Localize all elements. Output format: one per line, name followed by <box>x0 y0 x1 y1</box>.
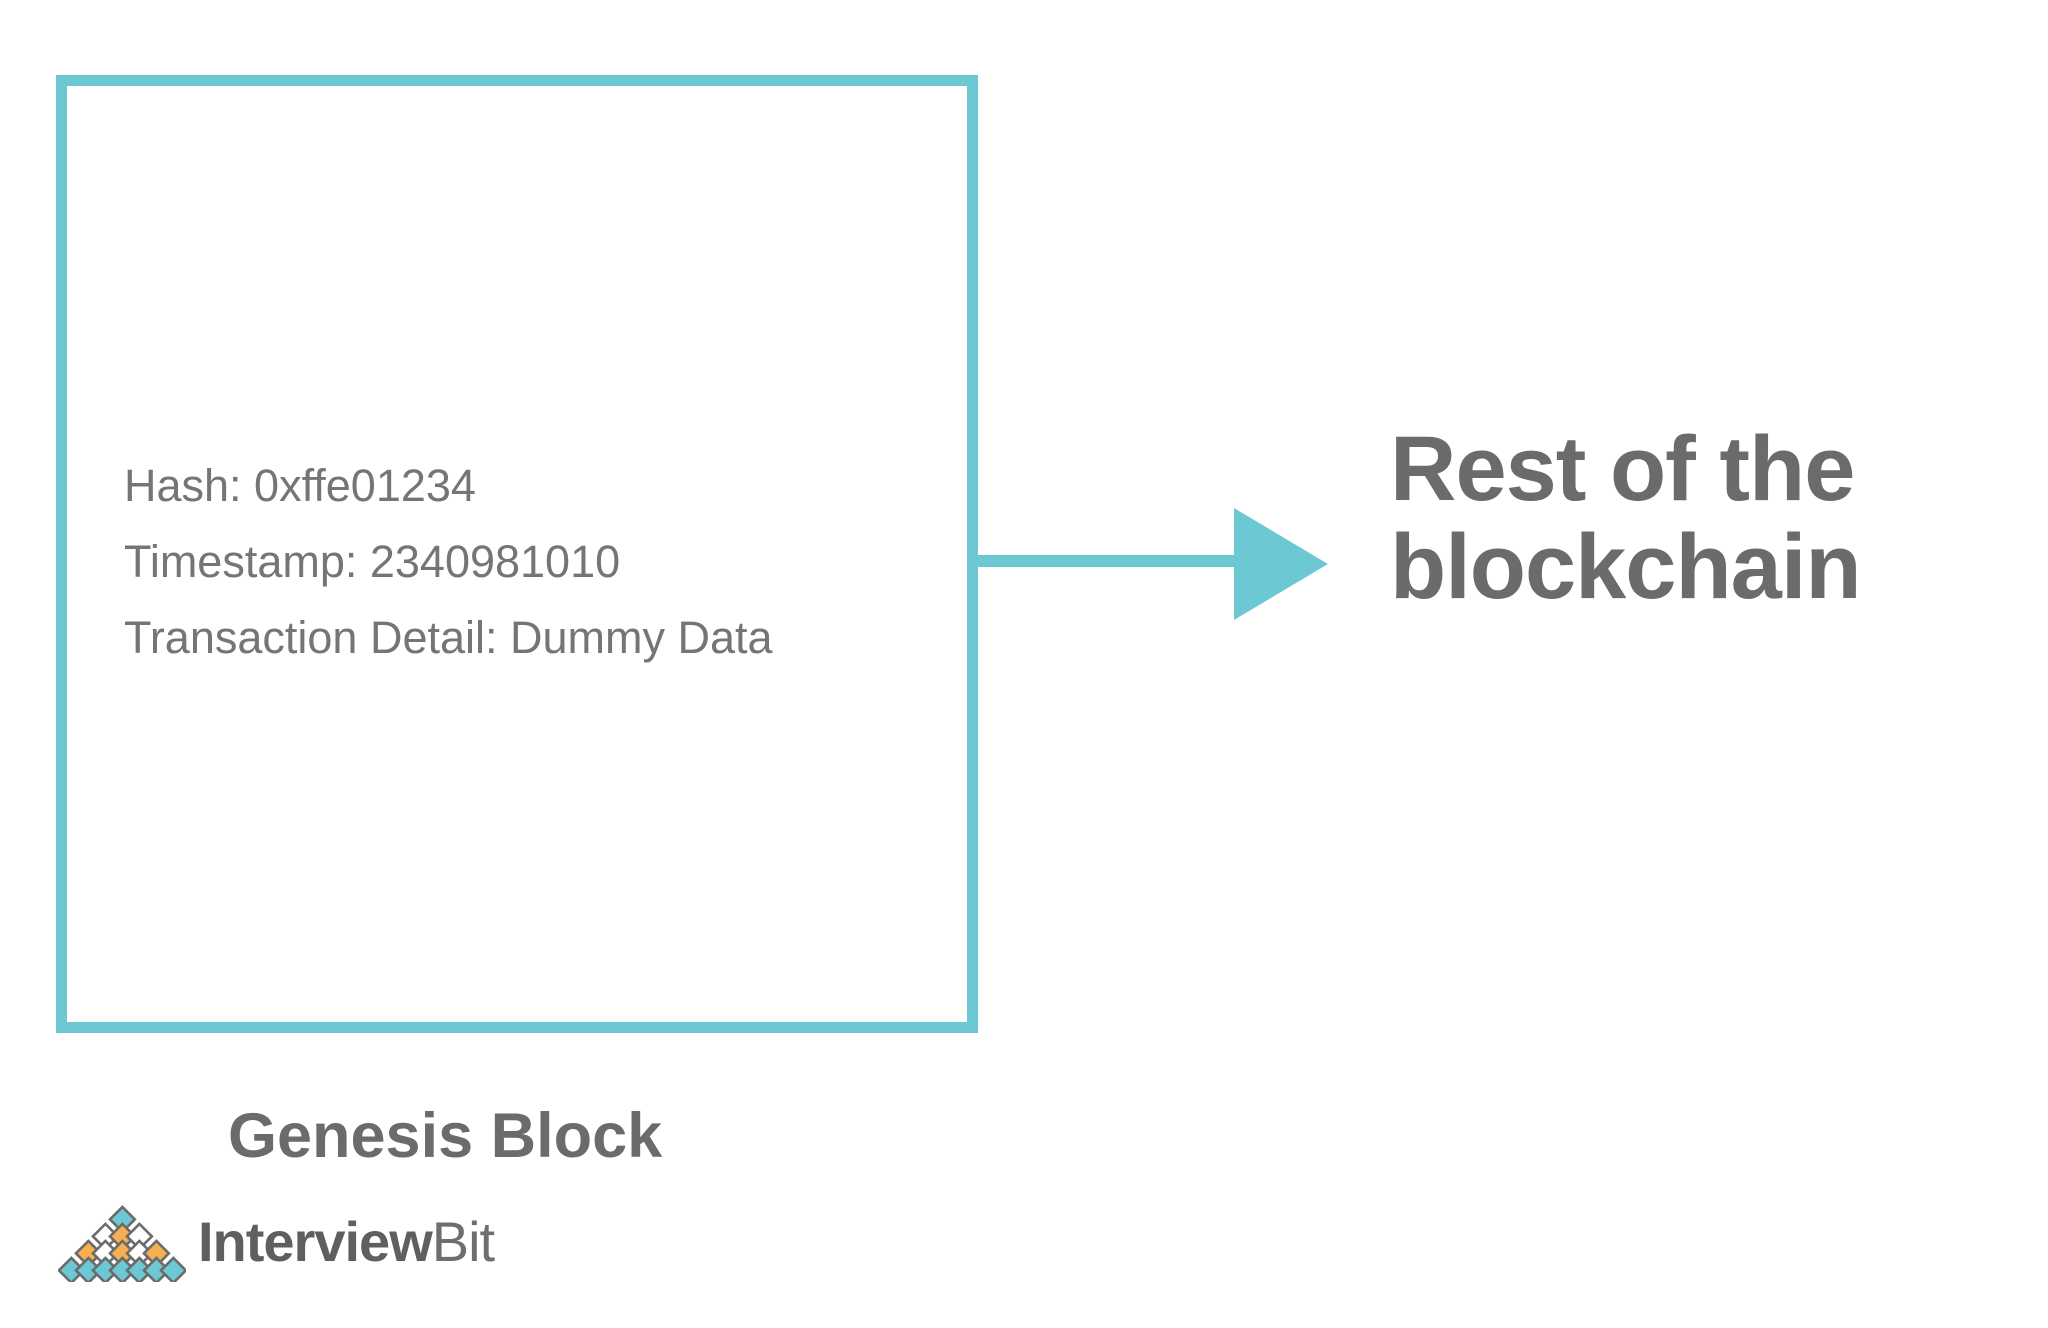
block-field-timestamp: Timestamp: 2340981010 <box>124 536 621 587</box>
genesis-block-caption: Genesis Block <box>228 1101 663 1171</box>
rest-of-blockchain-line-2: blockchain <box>1390 516 1862 618</box>
genesis-block-box <box>56 75 978 1033</box>
interviewbit-logo: InterviewBit <box>57 1204 495 1288</box>
arrow-right-shape <box>972 508 1328 620</box>
block-field-hash: Hash: 0xffe01234 <box>124 460 476 511</box>
block-field-list: Hash: 0xffe01234 Timestamp: 2340981010 T… <box>124 448 944 676</box>
interviewbit-diamond-logo-icon <box>57 1204 188 1285</box>
rest-of-blockchain-label: Rest of the blockchain <box>1390 420 2030 616</box>
interviewbit-wordmark-light: Bit <box>431 1210 495 1273</box>
rest-of-blockchain-line-1: Rest of the <box>1390 418 1855 520</box>
interviewbit-wordmark-bold: Interview <box>198 1210 433 1273</box>
diamond-grid-shape <box>57 1205 188 1285</box>
block-field-transaction-detail: Transaction Detail: Dummy Data <box>124 612 773 663</box>
interviewbit-wordmark: InterviewBit <box>198 1210 495 1274</box>
arrow-right-icon <box>972 506 1332 622</box>
